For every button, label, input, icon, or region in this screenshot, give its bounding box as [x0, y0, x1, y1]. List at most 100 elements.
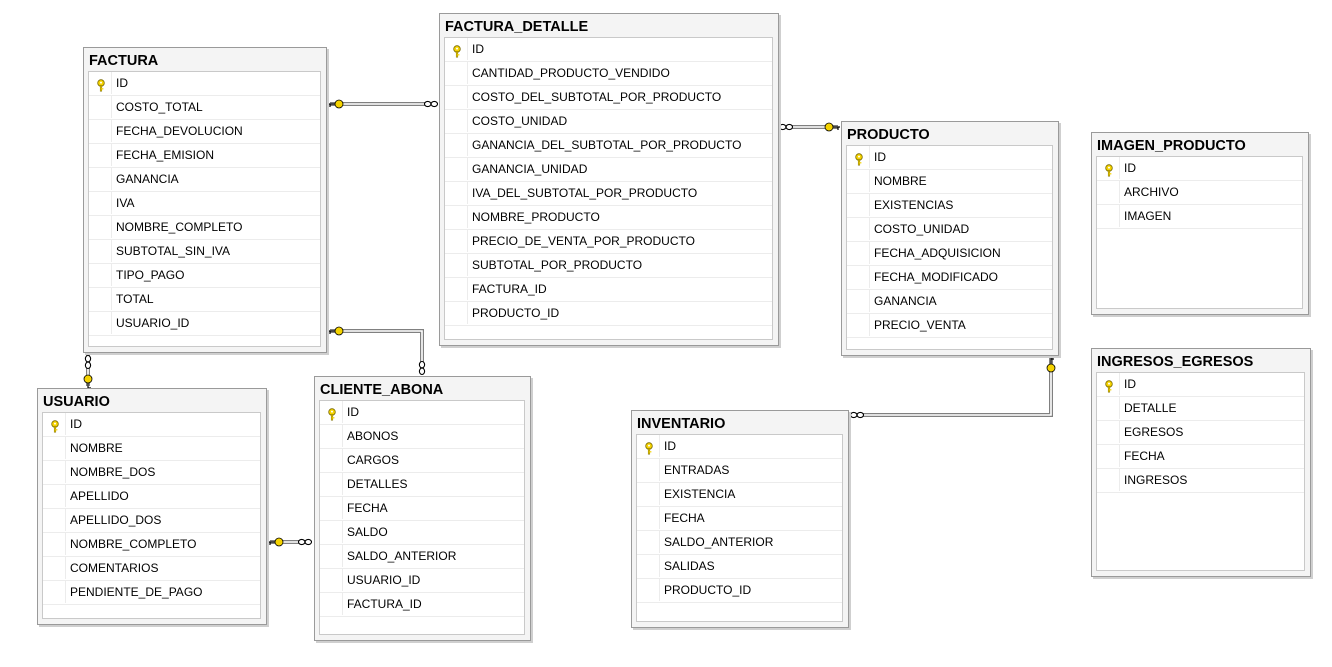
- row-selector[interactable]: [89, 120, 112, 142]
- primary-key-row[interactable]: ID: [1097, 157, 1302, 181]
- column-row[interactable]: ENTRADAS: [637, 459, 842, 483]
- row-selector[interactable]: [320, 545, 343, 567]
- column-row[interactable]: FECHA: [1097, 445, 1304, 469]
- row-selector[interactable]: [43, 581, 66, 603]
- column-row[interactable]: ABONOS: [320, 425, 524, 449]
- row-selector[interactable]: [89, 144, 112, 166]
- column-row[interactable]: NOMBRE_PRODUCTO: [445, 206, 772, 230]
- row-selector[interactable]: [1097, 421, 1120, 443]
- row-selector[interactable]: [43, 461, 66, 483]
- row-selector[interactable]: [637, 483, 660, 505]
- column-row[interactable]: NOMBRE_DOS: [43, 461, 260, 485]
- primary-key-row[interactable]: ID: [1097, 373, 1304, 397]
- row-selector[interactable]: [43, 557, 66, 579]
- column-row[interactable]: COSTO_UNIDAD: [847, 218, 1052, 242]
- row-selector[interactable]: [445, 302, 468, 324]
- row-selector[interactable]: [847, 146, 870, 168]
- row-selector[interactable]: [320, 401, 343, 423]
- row-selector[interactable]: [43, 533, 66, 555]
- row-selector[interactable]: [1097, 181, 1120, 203]
- primary-key-row[interactable]: ID: [847, 146, 1052, 170]
- row-selector[interactable]: [89, 264, 112, 286]
- column-row[interactable]: SALDO: [320, 521, 524, 545]
- table-title[interactable]: USUARIO: [43, 394, 110, 410]
- row-selector[interactable]: [43, 413, 66, 435]
- column-row[interactable]: SUBTOTAL_POR_PRODUCTO: [445, 254, 772, 278]
- table-title[interactable]: FACTURA: [89, 53, 159, 69]
- column-row[interactable]: INGRESOS: [1097, 469, 1304, 493]
- row-selector[interactable]: [1097, 445, 1120, 467]
- column-row[interactable]: GANANCIA: [89, 168, 320, 192]
- column-row[interactable]: ARCHIVO: [1097, 181, 1302, 205]
- primary-key-row[interactable]: ID: [445, 38, 772, 62]
- row-selector[interactable]: [89, 168, 112, 190]
- primary-key-row[interactable]: ID: [637, 435, 842, 459]
- row-selector[interactable]: [847, 242, 870, 264]
- column-row[interactable]: FECHA_EMISION: [89, 144, 320, 168]
- row-selector[interactable]: [445, 278, 468, 300]
- column-row[interactable]: PRODUCTO_ID: [637, 579, 842, 603]
- row-selector[interactable]: [445, 110, 468, 132]
- row-selector[interactable]: [43, 509, 66, 531]
- row-selector[interactable]: [89, 240, 112, 262]
- table-title[interactable]: PRODUCTO: [847, 127, 930, 143]
- row-selector[interactable]: [445, 38, 468, 60]
- column-row[interactable]: FECHA: [320, 497, 524, 521]
- row-selector[interactable]: [445, 182, 468, 204]
- column-row[interactable]: IVA: [89, 192, 320, 216]
- column-row[interactable]: EXISTENCIA: [637, 483, 842, 507]
- row-selector[interactable]: [445, 62, 468, 84]
- row-selector[interactable]: [847, 314, 870, 336]
- primary-key-row[interactable]: ID: [320, 401, 524, 425]
- row-selector[interactable]: [847, 266, 870, 288]
- row-selector[interactable]: [1097, 205, 1120, 227]
- row-selector[interactable]: [637, 435, 660, 457]
- row-selector[interactable]: [445, 254, 468, 276]
- column-row[interactable]: SALDO_ANTERIOR: [637, 531, 842, 555]
- row-selector[interactable]: [637, 531, 660, 553]
- row-selector[interactable]: [89, 288, 112, 310]
- column-row[interactable]: TOTAL: [89, 288, 320, 312]
- row-selector[interactable]: [89, 192, 112, 214]
- row-selector[interactable]: [320, 569, 343, 591]
- row-selector[interactable]: [89, 96, 112, 118]
- column-row[interactable]: IVA_DEL_SUBTOTAL_POR_PRODUCTO: [445, 182, 772, 206]
- row-selector[interactable]: [1097, 373, 1120, 395]
- row-selector[interactable]: [320, 425, 343, 447]
- row-selector[interactable]: [320, 593, 343, 615]
- column-row[interactable]: NOMBRE_COMPLETO: [89, 216, 320, 240]
- primary-key-row[interactable]: ID: [43, 413, 260, 437]
- column-row[interactable]: SUBTOTAL_SIN_IVA: [89, 240, 320, 264]
- row-selector[interactable]: [847, 218, 870, 240]
- column-row[interactable]: IMAGEN: [1097, 205, 1302, 229]
- row-selector[interactable]: [320, 521, 343, 543]
- row-selector[interactable]: [43, 437, 66, 459]
- row-selector[interactable]: [445, 230, 468, 252]
- column-row[interactable]: PRECIO_VENTA: [847, 314, 1052, 338]
- column-row[interactable]: PRODUCTO_ID: [445, 302, 772, 326]
- column-row[interactable]: COSTO_DEL_SUBTOTAL_POR_PRODUCTO: [445, 86, 772, 110]
- column-row[interactable]: APELLIDO: [43, 485, 260, 509]
- table-title[interactable]: FACTURA_DETALLE: [445, 19, 589, 35]
- relationship-inventario-producto[interactable]: [852, 358, 1053, 417]
- column-row[interactable]: PRECIO_DE_VENTA_POR_PRODUCTO: [445, 230, 772, 254]
- column-row[interactable]: FECHA_DEVOLUCION: [89, 120, 320, 144]
- column-row[interactable]: PENDIENTE_DE_PAGO: [43, 581, 260, 605]
- row-selector[interactable]: [320, 473, 343, 495]
- column-row[interactable]: TIPO_PAGO: [89, 264, 320, 288]
- row-selector[interactable]: [637, 579, 660, 601]
- table-title[interactable]: IMAGEN_PRODUCTO: [1097, 138, 1246, 154]
- row-selector[interactable]: [43, 485, 66, 507]
- row-selector[interactable]: [847, 290, 870, 312]
- column-row[interactable]: COSTO_UNIDAD: [445, 110, 772, 134]
- column-row[interactable]: DETALLES: [320, 473, 524, 497]
- column-row[interactable]: SALIDAS: [637, 555, 842, 579]
- column-row[interactable]: FECHA_ADQUISICION: [847, 242, 1052, 266]
- column-row[interactable]: FECHA: [637, 507, 842, 531]
